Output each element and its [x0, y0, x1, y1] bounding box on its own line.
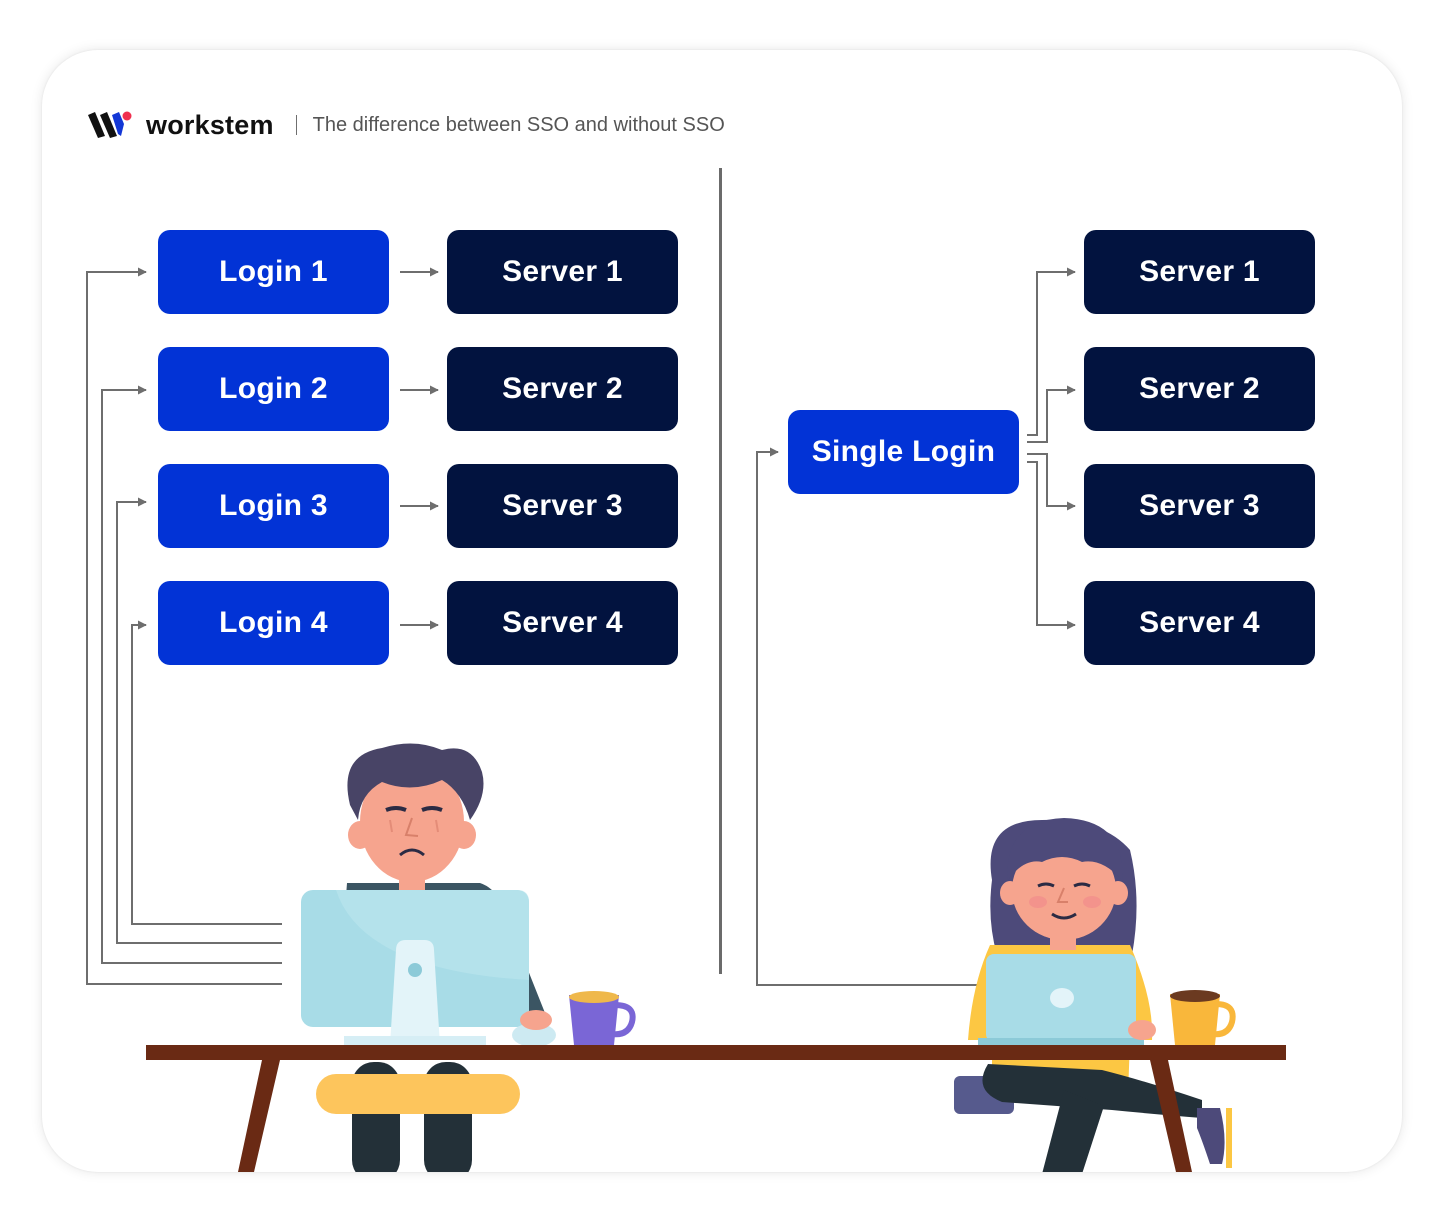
- workstem-logo-icon: [88, 111, 132, 138]
- login-2-box: Login 2: [158, 347, 389, 431]
- connector-single-server-3: [1027, 453, 1076, 511]
- left-server-2-box: Server 2: [447, 347, 678, 431]
- connector-layer: [86, 267, 1286, 1172]
- page-title: The difference between SSO and without S…: [312, 113, 725, 136]
- connector-laptop-single-login: [756, 447, 982, 986]
- header: workstem The difference between SSO and …: [88, 110, 725, 140]
- brand-name: workstem: [146, 109, 274, 140]
- section-divider: [719, 168, 722, 974]
- connector-desktop-login-3: [116, 497, 282, 944]
- connector-single-server-1: [1027, 267, 1076, 436]
- right-server-3-box: Server 3: [1084, 464, 1315, 548]
- connector-single-server-4: [1027, 461, 1076, 630]
- left-server-4-box: Server 4: [447, 581, 678, 665]
- purple-mug-icon: [569, 991, 636, 1045]
- login-3-box: Login 3: [158, 464, 389, 548]
- header-separator: [295, 115, 297, 135]
- connector-desktop-login-4: [131, 620, 282, 925]
- desk-icon: [146, 1045, 1286, 1172]
- left-server-3-box: Server 3: [447, 464, 678, 548]
- single-login-box: Single Login: [788, 410, 1019, 494]
- diagram-card: workstem The difference between SSO and …: [42, 50, 1402, 1172]
- login-4-box: Login 4: [158, 581, 389, 665]
- orange-mug-icon: [1170, 990, 1236, 1045]
- right-server-1-box: Server 1: [1084, 230, 1315, 314]
- right-server-4-box: Server 4: [1084, 581, 1315, 665]
- connector-single-server-2: [1027, 385, 1076, 443]
- login-1-box: Login 1: [158, 230, 389, 314]
- connector-desktop-login-2: [101, 385, 282, 964]
- right-server-2-box: Server 2: [1084, 347, 1315, 431]
- left-server-1-box: Server 1: [447, 230, 678, 314]
- worried-man-at-desktop-icon: [301, 743, 556, 1172]
- connector-desktop-login-1: [86, 267, 282, 985]
